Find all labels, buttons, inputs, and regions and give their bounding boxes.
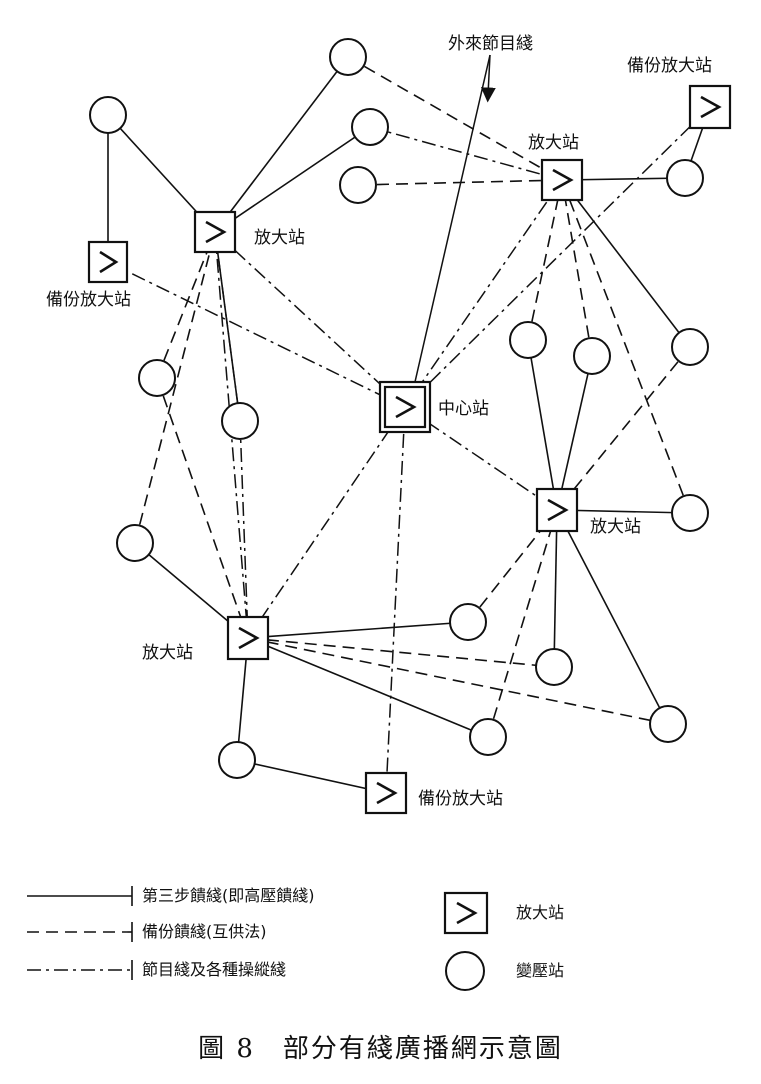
amplifier-station-right	[535, 487, 579, 533]
transformer-station	[138, 359, 176, 397]
transformer-station	[509, 321, 547, 359]
amplifier-label: 放大站	[142, 643, 193, 663]
amplifier-label: 放大站	[254, 228, 305, 248]
backup-amplifier-left	[87, 240, 129, 284]
transformer-station	[351, 108, 389, 146]
backup-amplifier-label: 備份放大站	[418, 789, 503, 809]
figure-caption: 圖 8 部分有綫廣播網示意圖	[198, 1034, 563, 1064]
program-lines	[107, 106, 711, 794]
amplifier-label: 放大站	[528, 133, 579, 153]
legend-dashdot-label: 節目綫及各種操縱綫	[142, 960, 287, 979]
legend-amplifier-label: 放大站	[516, 903, 565, 922]
transformer-station	[89, 96, 127, 134]
transformer-station	[666, 159, 704, 197]
legend-transformer-label: 變壓站	[516, 961, 565, 980]
backup-amplifier-label: 備份放大站	[627, 56, 712, 76]
legend-solid-label: 第三步饋綫(即高壓饋綫)	[142, 886, 315, 905]
transformer-station	[449, 603, 487, 641]
transformer-station	[649, 705, 687, 743]
transformer-station	[671, 494, 709, 532]
amplifier-station-left	[193, 210, 237, 254]
legend-dashed-label: 備份饋綫(互供法)	[142, 922, 267, 941]
amplifier-stations	[87, 84, 732, 815]
transformer-station	[116, 524, 154, 562]
center-station	[378, 380, 432, 434]
center-station-label: 中心站	[438, 399, 489, 419]
legend	[27, 886, 489, 991]
transformer-stations	[89, 38, 709, 779]
transformer-station	[469, 718, 507, 756]
transformer-station	[218, 741, 256, 779]
amplifier-label: 放大站	[590, 517, 641, 537]
backup-amplifier-top-right	[688, 84, 732, 130]
legend-amplifier-icon	[443, 891, 489, 935]
transformer-station	[535, 648, 573, 686]
transformer-station	[329, 38, 367, 76]
backup-amplifier-bottom	[364, 771, 408, 815]
transformer-station	[671, 328, 709, 366]
amplifier-station-bottom-left	[226, 615, 270, 661]
amplifier-station-top-right	[540, 158, 584, 202]
legend-transformer-icon	[445, 951, 485, 991]
transformer-station	[573, 337, 611, 375]
external-program-line	[411, 54, 491, 396]
transformer-station	[339, 166, 377, 204]
backup-amplifier-label: 備份放大站	[46, 290, 131, 310]
transformer-station	[221, 402, 259, 440]
external-arrow	[480, 54, 496, 103]
external-program-label: 外來節目綫	[448, 34, 533, 54]
